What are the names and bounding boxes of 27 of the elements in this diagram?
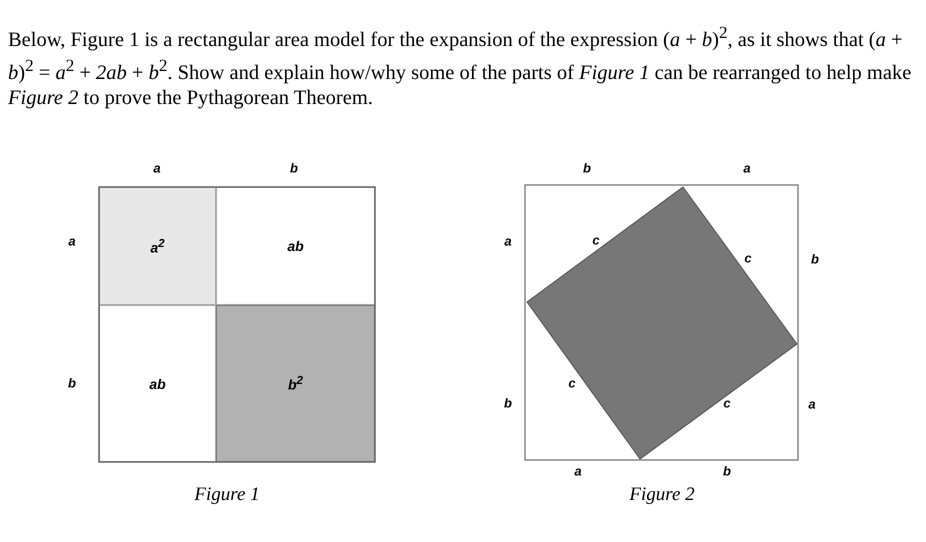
figure-caption: Figure 2: [629, 484, 695, 506]
area-cell: [216, 187, 375, 305]
side-label: c: [744, 250, 752, 266]
side-label: a: [743, 160, 751, 176]
area-cell: [99, 305, 216, 462]
side-label: c: [592, 232, 600, 248]
side-label: b: [583, 160, 591, 176]
area-label: ab: [287, 238, 304, 254]
side-label: a: [808, 396, 816, 412]
area-cell: [99, 187, 216, 305]
side-label: a: [574, 464, 582, 478]
side-label: b: [68, 376, 76, 390]
side-label: a: [153, 160, 161, 176]
side-label: c: [723, 396, 731, 410]
side-label: a: [504, 234, 512, 248]
area-cell: [216, 305, 375, 462]
side-label: b: [723, 464, 731, 478]
area-label: a$^{2}$: [150, 236, 165, 256]
side-label: b: [504, 396, 512, 410]
side-label: b: [811, 252, 819, 266]
side-label: a: [68, 234, 76, 248]
side-label: c: [568, 376, 576, 390]
figure-caption: Figure 1: [194, 484, 260, 506]
area-label: b$^{2}$: [288, 374, 304, 393]
area-label: ab: [149, 376, 166, 392]
side-label: b: [290, 160, 298, 176]
instruction-text: Below, Figure 1 is a rectangular area model for the expansion of the expression (a + b)$^{2}$, as it shows that (a + b)$^{2}$ = a$^{2}$ + 2ab + b$^{2}$. Show and explain how/why some of the parts of Figure 1 can be rearranged to help make Figure 2 to prove the Pythagorean Theorem.: [8, 22, 912, 111]
